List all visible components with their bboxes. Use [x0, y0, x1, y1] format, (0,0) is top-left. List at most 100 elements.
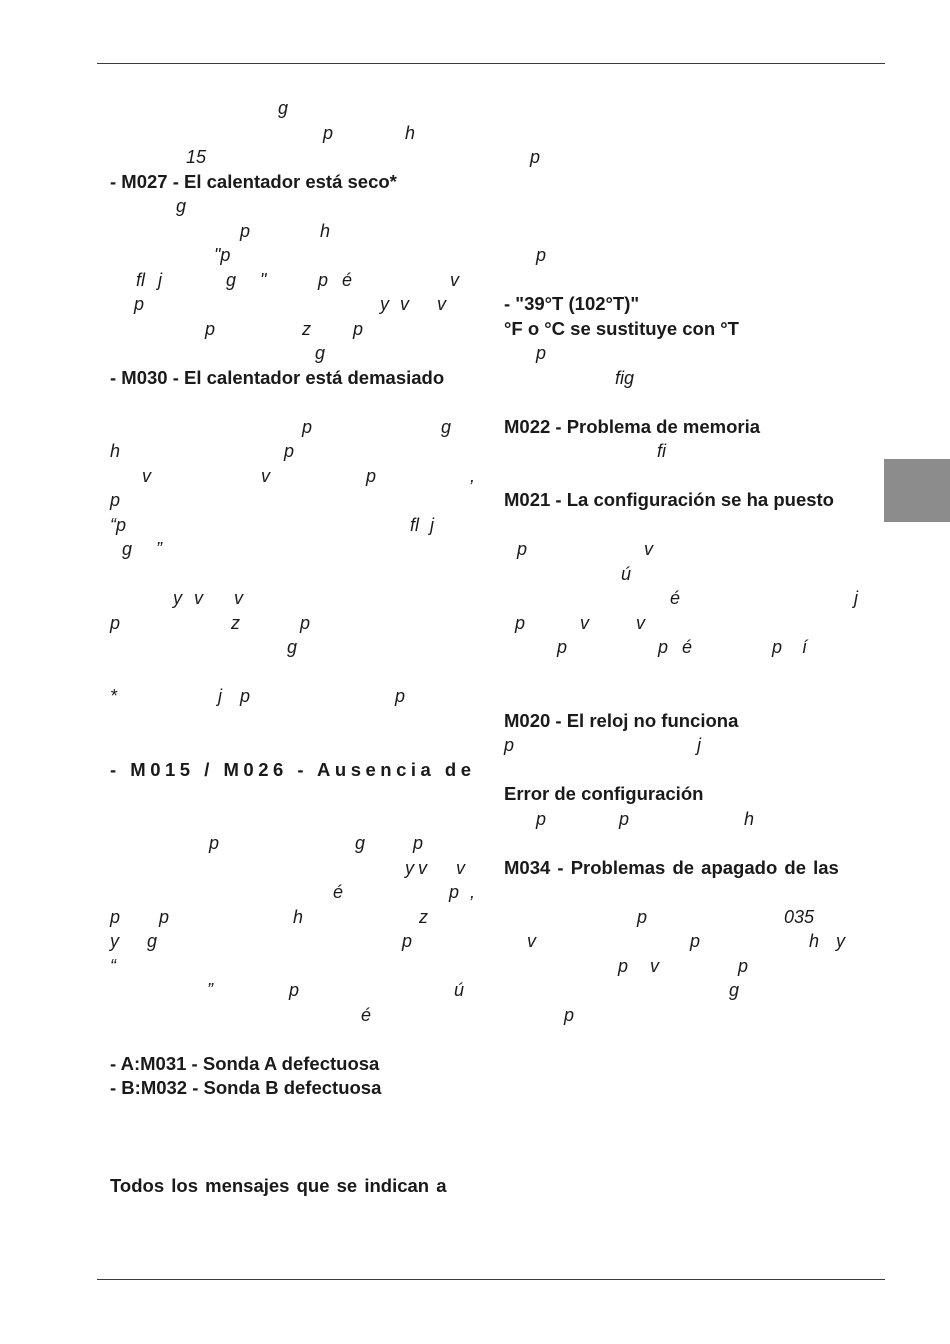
- footer-rule: [97, 1279, 885, 1280]
- text-fragment: j: [697, 735, 701, 755]
- text-fragment: fl: [136, 269, 145, 290]
- left-text-line: 15: [110, 145, 480, 170]
- text-fragment: v: [450, 269, 459, 290]
- text-fragment: fl: [410, 514, 419, 535]
- right-text-line: [504, 660, 876, 685]
- left-text-line: [110, 733, 480, 758]
- text-fragment: ,: [470, 465, 476, 486]
- left-text-line: g: [110, 635, 480, 660]
- text-fragment: p: [205, 318, 216, 339]
- text-fragment: h: [320, 220, 331, 241]
- text-fragment: h: [293, 906, 304, 927]
- text-fragment: p: [449, 882, 460, 902]
- left-text-line: [110, 1125, 480, 1150]
- text-fragment: y: [173, 588, 182, 608]
- text-fragment: 15: [186, 147, 207, 167]
- text-fragment: g: [729, 980, 740, 1000]
- text-fragment: v: [644, 539, 653, 559]
- text-fragment: “p: [110, 514, 127, 535]
- left-text-line: [110, 1101, 480, 1126]
- left-text-line: é: [110, 1003, 480, 1028]
- text-fragment: p: [772, 637, 783, 657]
- text-fragment: h: [744, 808, 755, 829]
- right-heading: M022 - Problema de memoria: [504, 415, 761, 437]
- text-fragment: p: [289, 980, 300, 1000]
- text-fragment: v: [400, 294, 409, 314]
- left-text-line: [110, 390, 480, 415]
- text-fragment: p: [134, 294, 145, 314]
- right-text-line: [504, 170, 876, 195]
- left-text-line: [110, 807, 480, 832]
- text-fragment: y: [380, 294, 389, 314]
- right-text-line: p: [504, 341, 876, 366]
- text-fragment: p: [564, 1004, 575, 1025]
- text-fragment: p: [536, 808, 547, 829]
- left-text-line: [110, 709, 480, 734]
- header-rule: [97, 63, 885, 64]
- left-text-line: g: [110, 341, 480, 366]
- text-fragment: j: [218, 686, 222, 706]
- text-fragment: “: [110, 955, 116, 976]
- left-heading: - B:M032 - Sonda B defectuosa: [110, 1077, 382, 1098]
- right-text-line: [504, 219, 876, 244]
- text-fragment: v: [580, 612, 589, 633]
- text-fragment: y: [405, 857, 414, 878]
- right-text-line: fig: [504, 366, 876, 391]
- text-fragment: g: [226, 269, 237, 290]
- text-fragment: j: [158, 269, 162, 290]
- text-fragment: g: [287, 637, 298, 657]
- text-fragment: y: [110, 931, 119, 951]
- text-fragment: v: [650, 955, 659, 976]
- text-fragment: v: [194, 588, 203, 608]
- left-text-line: [110, 562, 480, 587]
- text-fragment: é: [333, 882, 344, 902]
- left-text-line: [110, 1150, 480, 1175]
- text-fragment: p: [110, 490, 121, 510]
- text-fragment: é: [342, 269, 353, 290]
- text-fragment: h: [405, 122, 416, 143]
- right-text-line: [504, 268, 876, 293]
- left-text-line: g”: [110, 537, 480, 562]
- text-fragment: h: [110, 441, 121, 461]
- section-tab-marker: [884, 459, 950, 522]
- text-fragment: v: [142, 465, 151, 486]
- text-fragment: fi: [657, 441, 666, 461]
- text-fragment: p: [413, 833, 424, 853]
- text-fragment: p: [110, 612, 121, 633]
- text-fragment: p: [284, 441, 295, 461]
- text-fragment: p: [323, 122, 334, 143]
- text-fragment: p: [536, 245, 547, 265]
- right-heading: °F o °C se sustituye con °T: [504, 317, 739, 339]
- text-fragment: é: [670, 588, 681, 608]
- right-text-line: p: [504, 1003, 876, 1028]
- text-fragment: g: [315, 343, 326, 363]
- text-fragment: v: [456, 857, 465, 878]
- text-fragment: p: [557, 637, 568, 657]
- text-fragment: y: [836, 931, 845, 951]
- text-fragment: é: [361, 1004, 372, 1025]
- text-fragment: "p: [214, 245, 231, 265]
- right-text-line: p: [504, 243, 876, 268]
- right-text-line: [504, 194, 876, 219]
- text-fragment: p: [517, 539, 528, 559]
- left-text-line: [110, 1027, 480, 1052]
